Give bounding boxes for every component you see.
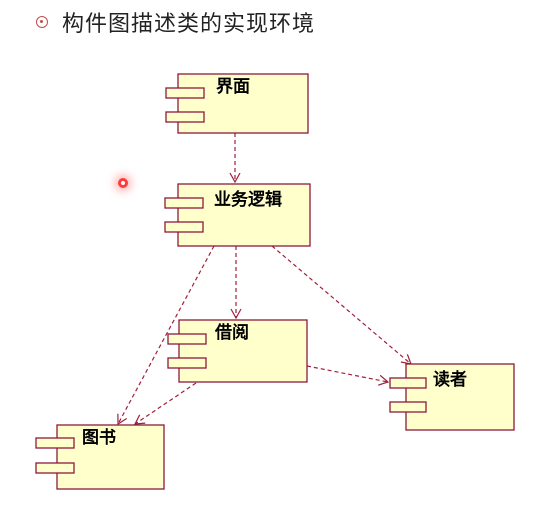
component-tab-icon bbox=[167, 357, 207, 369]
component-tab-icon bbox=[389, 377, 427, 389]
component-book-label: 图书 bbox=[82, 428, 116, 448]
component-book: 图书 bbox=[35, 424, 165, 490]
component-reader-label: 读者 bbox=[433, 369, 467, 390]
arrow-business-to-book bbox=[117, 245, 215, 426]
component-tab-icon bbox=[35, 462, 75, 474]
arrow-business-to-reader bbox=[271, 245, 412, 365]
arrow-borrow-to-book bbox=[133, 382, 197, 425]
slide-header: 构件图描述类的实现环境 bbox=[36, 6, 315, 38]
component-tab-icon bbox=[165, 87, 205, 99]
slide-title: 构件图描述类的实现环境 bbox=[62, 12, 316, 37]
component-tab-icon bbox=[389, 401, 427, 413]
component-tab-icon bbox=[165, 111, 205, 123]
component-tab-icon bbox=[35, 437, 75, 449]
component-tab-icon bbox=[164, 197, 204, 209]
component-business: 业务逻辑 bbox=[164, 183, 311, 247]
component-business-label: 业务逻辑 bbox=[214, 189, 282, 210]
dependency-arrows bbox=[117, 133, 412, 426]
arrow-borrow-to-reader bbox=[306, 365, 390, 386]
laser-pointer-icon bbox=[118, 178, 128, 188]
component-tab-icon bbox=[167, 333, 207, 345]
component-ui-label: 界面 bbox=[216, 77, 250, 97]
component-borrow-label: 借阅 bbox=[214, 322, 249, 343]
bullet-icon bbox=[36, 16, 48, 28]
component-tab-icon bbox=[164, 221, 204, 233]
component-borrow: 借阅 bbox=[167, 319, 308, 383]
component-ui: 界面 bbox=[165, 73, 309, 134]
component-reader: 读者 bbox=[389, 363, 515, 431]
